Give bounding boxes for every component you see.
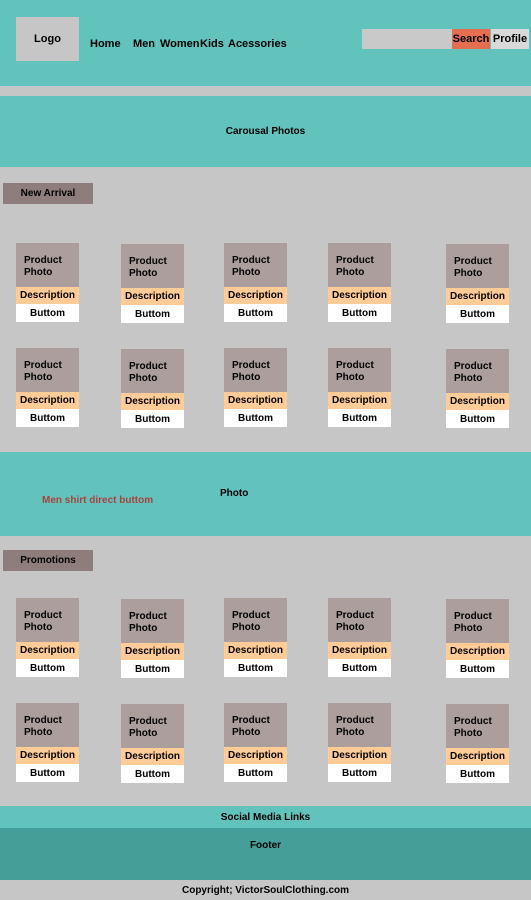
product-photo[interactable]: Product Photo xyxy=(224,348,287,392)
product-button[interactable]: Buttom xyxy=(224,304,287,322)
product-photo[interactable]: Product Photo xyxy=(328,598,391,642)
product-button[interactable]: Buttom xyxy=(224,409,287,427)
product-description: Description xyxy=(16,642,79,659)
carousel[interactable]: Carousal Photos xyxy=(0,96,531,167)
profile-button[interactable]: Profile xyxy=(491,29,529,49)
copyright: Copyright; VictorSoulClothing.com xyxy=(181,884,350,896)
product-button[interactable]: Buttom xyxy=(446,305,509,323)
product-description: Description xyxy=(446,748,509,765)
product-photo[interactable]: Product Photo xyxy=(446,599,509,643)
product-button[interactable]: Buttom xyxy=(328,659,391,677)
product-button[interactable]: Buttom xyxy=(16,304,79,322)
product-description: Description xyxy=(121,288,184,305)
product-button[interactable]: Buttom xyxy=(121,305,184,323)
product-button[interactable]: Buttom xyxy=(446,660,509,678)
banner xyxy=(0,452,531,536)
product-button[interactable]: Buttom xyxy=(328,304,391,322)
product-photo[interactable]: Product Photo xyxy=(328,243,391,287)
product-description: Description xyxy=(224,392,287,409)
product-photo[interactable]: Product Photo xyxy=(224,598,287,642)
product-description: Description xyxy=(328,287,391,304)
search-input[interactable] xyxy=(362,29,452,49)
promotions-label: Promotions xyxy=(3,550,93,571)
product-photo[interactable]: Product Photo xyxy=(16,598,79,642)
product-photo[interactable]: Product Photo xyxy=(121,599,184,643)
product-description: Description xyxy=(328,747,391,764)
product-photo[interactable]: Product Photo xyxy=(121,349,184,393)
product-description: Description xyxy=(224,642,287,659)
search-button[interactable]: Search xyxy=(452,29,490,49)
product-description: Description xyxy=(16,392,79,409)
product-button[interactable]: Buttom xyxy=(328,409,391,427)
product-description: Description xyxy=(446,288,509,305)
product-description: Description xyxy=(224,287,287,304)
product-button[interactable]: Buttom xyxy=(121,410,184,428)
product-description: Description xyxy=(446,643,509,660)
banner-photo: Photo xyxy=(220,488,249,499)
product-description: Description xyxy=(328,642,391,659)
product-button[interactable]: Buttom xyxy=(16,409,79,427)
men-shirt-link[interactable]: Men shirt direct buttom xyxy=(42,495,154,506)
product-photo[interactable]: Product Photo xyxy=(328,348,391,392)
product-description: Description xyxy=(121,393,184,410)
product-description: Description xyxy=(224,747,287,764)
product-photo[interactable]: Product Photo xyxy=(446,349,509,393)
product-photo[interactable]: Product Photo xyxy=(16,243,79,287)
product-button[interactable]: Buttom xyxy=(328,764,391,782)
product-button[interactable]: Buttom xyxy=(224,659,287,677)
product-photo[interactable]: Product Photo xyxy=(446,704,509,748)
product-button[interactable]: Buttom xyxy=(446,765,509,783)
logo[interactable]: Logo xyxy=(16,17,79,61)
product-photo[interactable]: Product Photo xyxy=(121,244,184,288)
product-description: Description xyxy=(16,287,79,304)
footer: Footer xyxy=(0,828,531,880)
product-button[interactable]: Buttom xyxy=(16,764,79,782)
product-description: Description xyxy=(328,392,391,409)
product-photo[interactable]: Product Photo xyxy=(224,243,287,287)
nav-kids[interactable]: Kids xyxy=(200,38,224,50)
social-media-links[interactable]: Social Media Links xyxy=(0,806,531,828)
product-description: Description xyxy=(16,747,79,764)
new-arrival-label: New Arrival xyxy=(3,183,93,204)
footer-label: Footer xyxy=(249,840,282,851)
nav-accessories[interactable]: Acessories xyxy=(228,38,287,50)
nav-home[interactable]: Home xyxy=(90,38,121,50)
nav-women[interactable]: Women xyxy=(160,38,200,50)
product-photo[interactable]: Product Photo xyxy=(446,244,509,288)
product-button[interactable]: Buttom xyxy=(446,410,509,428)
product-button[interactable]: Buttom xyxy=(121,660,184,678)
nav-men[interactable]: Men xyxy=(133,38,155,50)
product-photo[interactable]: Product Photo xyxy=(121,704,184,748)
product-description: Description xyxy=(446,393,509,410)
product-description: Description xyxy=(121,748,184,765)
product-photo[interactable]: Product Photo xyxy=(328,703,391,747)
product-button[interactable]: Buttom xyxy=(121,765,184,783)
product-button[interactable]: Buttom xyxy=(16,659,79,677)
product-photo[interactable]: Product Photo xyxy=(16,348,79,392)
product-photo[interactable]: Product Photo xyxy=(224,703,287,747)
product-photo[interactable]: Product Photo xyxy=(16,703,79,747)
product-button[interactable]: Buttom xyxy=(224,764,287,782)
product-description: Description xyxy=(121,643,184,660)
